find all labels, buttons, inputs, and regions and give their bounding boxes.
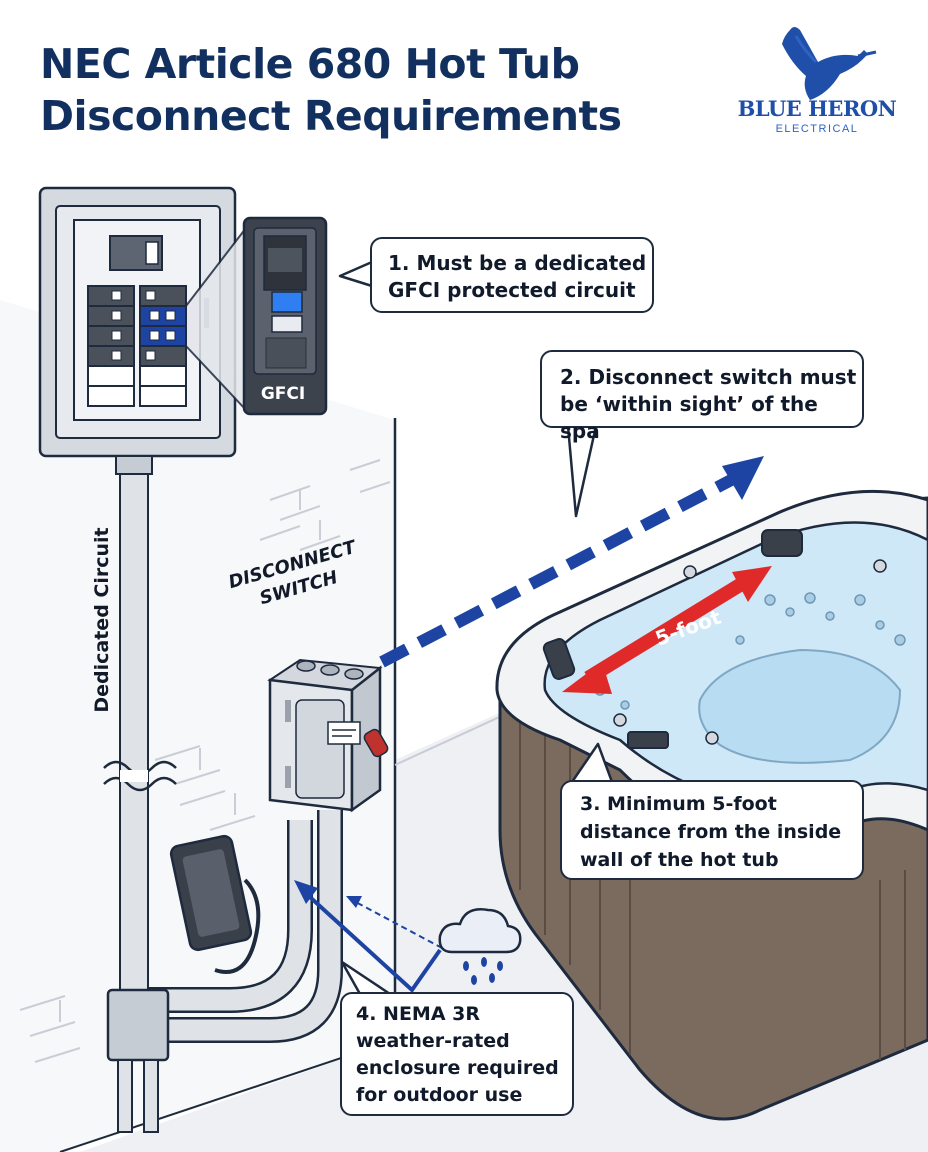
company-logo: BLUE HERON ELECTRICAL [732,22,902,142]
callout-3-line-3: wall of the hot tub [580,849,779,871]
within-sight-arrow [379,472,738,668]
weatherproof-receptacle [169,834,261,974]
nema-pointer-arrow [298,886,442,994]
callout-3-line-2: distance from the inside [580,821,842,843]
callout-3-line-1: 3. Minimum 5-foot [580,793,777,815]
bricks-upper [259,459,391,551]
junction-box [106,810,343,1133]
dedicated-circuit-label: Dedicated Circuit [91,527,113,713]
callout-2-line-2: be ‘within sight’ of the spa [560,392,818,443]
rain-pointer-arrow [351,899,443,949]
gfci-breaker-zoom [242,216,328,416]
breaker-panel [38,186,237,458]
callout-within-sight: 2. Disconnect switch must be ‘within sig… [540,350,864,443]
callout-dedicated-gfci: 1. Must be a dedicated GFCI protected ci… [370,237,654,313]
page-title-line-2: Disconnect Requirements [40,92,622,140]
callout-2-line-1: 2. Disconnect switch must [560,365,857,389]
page-title-line-1: NEC Article 680 Hot Tub [40,40,580,88]
callout-4-line-1: 4. NEMA 3R [356,1003,481,1025]
logo-subtitle: ELECTRICAL [775,123,859,135]
callout-five-foot-distance: 3. Minimum 5-foot distance from the insi… [560,780,864,880]
bricks-lower [19,745,256,1063]
gfci-label: GFCI [260,384,306,404]
callout-nema-3r: 4. NEMA 3R weather-rated enclosure requi… [340,992,574,1116]
page-title: NEC Article 680 Hot Tub Disconnect Requi… [40,38,622,142]
callout-4-line-4: for outdoor use [356,1084,523,1106]
callout-4-line-2: weather-rated [356,1030,510,1052]
rain-cloud-icon [438,908,522,985]
callout-1-line-2: GFCI protected circuit [388,278,636,302]
rain-pointer-arrowhead [346,896,362,908]
callout-1-tail [338,260,374,288]
within-sight-arrowhead [722,456,764,500]
five-foot-arrow [562,566,772,694]
callout-1-line-1: 1. Must be a dedicated [388,251,647,275]
callout-4-line-3: enclosure required [356,1057,559,1079]
wall-base-line [59,1039,396,1152]
logo-name: BLUE HERON [737,96,897,121]
heron-icon [782,27,877,100]
nema-pointer-arrowhead [294,880,318,904]
disconnect-switch-box [267,658,389,813]
